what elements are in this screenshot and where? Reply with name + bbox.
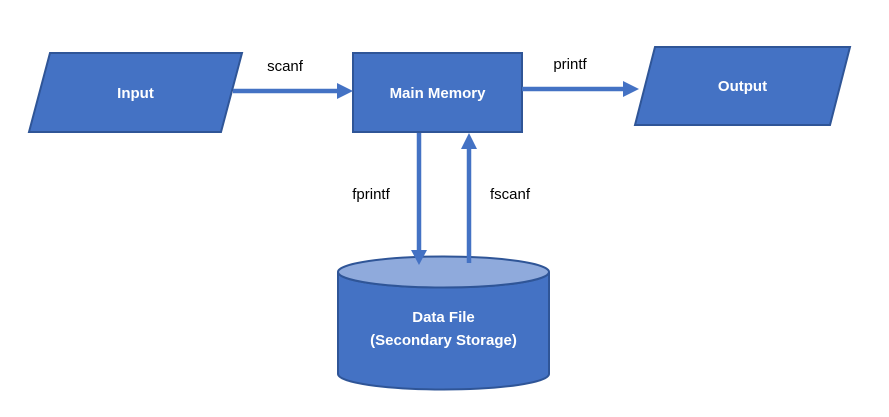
edge-fscanf: fscanf <box>461 133 531 263</box>
output-parallelogram-shape <box>633 46 852 126</box>
data-file-label-line2: (Secondary Storage) <box>370 332 517 349</box>
node-main-memory: Main Memory <box>352 52 523 133</box>
output-label: Output <box>718 78 767 95</box>
fscanf-arrowhead-icon <box>461 133 477 149</box>
scanf-label: scanf <box>267 58 304 75</box>
fprintf-label: fprintf <box>352 186 390 203</box>
edge-scanf: scanf <box>233 58 353 99</box>
fprintf-arrowhead-icon <box>411 250 427 265</box>
main-memory-label: Main Memory <box>390 85 487 102</box>
main-memory-rect-shape <box>352 52 523 133</box>
node-data-file: Data File (Secondary Storage) <box>337 255 550 391</box>
data-file-cylinder-body <box>337 271 550 391</box>
edge-fprintf: fprintf <box>352 133 427 265</box>
data-file-cylinder-top <box>337 255 550 289</box>
printf-arrowhead-icon <box>623 81 639 97</box>
edge-printf: printf <box>522 56 639 97</box>
scanf-arrowhead-icon <box>337 83 353 99</box>
data-file-label-line1: Data File <box>412 309 475 326</box>
input-parallelogram-shape <box>27 52 244 133</box>
node-input: Input <box>27 52 244 133</box>
printf-label: printf <box>553 56 587 73</box>
fscanf-label: fscanf <box>490 186 531 203</box>
input-label: Input <box>117 85 154 102</box>
node-output: Output <box>633 46 852 126</box>
